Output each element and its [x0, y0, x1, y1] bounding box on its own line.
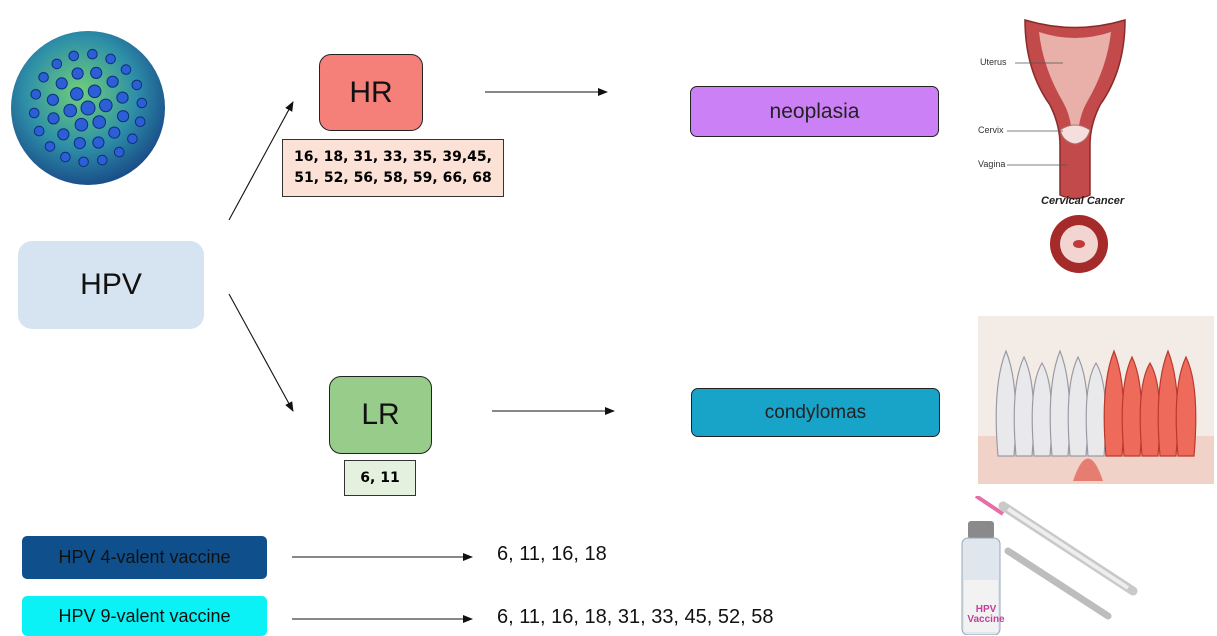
condylomas-label: condylomas: [764, 401, 867, 423]
vaccine-4-valent-types: 6, 11, 16, 18: [497, 543, 607, 565]
virus-capsomere: [90, 66, 103, 80]
cervix-label: Cervix: [978, 125, 1004, 135]
virus-capsomere: [106, 75, 119, 88]
vaccine-4-valent-box: HPV 4-valent vaccine: [22, 536, 267, 579]
virus-capsomere: [57, 128, 70, 141]
virus-capsomere: [78, 156, 89, 168]
vaccine-photo-illustration: [948, 496, 1145, 635]
vaccine-4-valent-label: HPV 4-valent vaccine: [58, 547, 231, 567]
virus-capsomere: [120, 64, 132, 75]
virus-capsomere: [71, 67, 84, 80]
high-risk-label: HR: [349, 75, 393, 109]
hpv-virus-illustration: [11, 31, 165, 185]
vagina-label: Vagina: [978, 159, 1006, 169]
hpv-box: HPV: [18, 241, 204, 329]
virus-capsomere: [113, 146, 125, 158]
condylomas-box: condylomas: [691, 388, 940, 437]
virus-capsomere: [51, 58, 63, 70]
virus-capsomere: [44, 141, 56, 152]
cervix-anatomy-illustration: [1007, 18, 1126, 273]
vaccine-9-valent-label: HPV 9-valent vaccine: [58, 605, 231, 626]
virus-capsomere: [92, 136, 105, 149]
vaccine-9-valent-box: HPV 9-valent vaccine: [22, 596, 267, 636]
uterus-label: Uterus: [980, 57, 1007, 67]
virus-capsomere: [134, 116, 146, 127]
virus-capsomere: [87, 84, 102, 99]
virus-capsomere: [70, 87, 84, 101]
virus-capsomere: [99, 98, 113, 113]
virus-capsomere: [108, 126, 121, 139]
virus-capsomere: [28, 107, 40, 119]
neoplasia-label: neoplasia: [769, 99, 860, 123]
tissue-lobe: [1175, 355, 1197, 457]
virus-capsomere: [55, 77, 68, 90]
virus-capsomere: [92, 115, 106, 129]
arrow-hpv-to-lr: [228, 293, 294, 412]
low-risk-box: LR: [329, 376, 432, 454]
virus-capsomere: [46, 93, 60, 106]
virus-capsomere: [116, 91, 129, 104]
high-risk-box: HR: [319, 54, 423, 131]
vaccine-9-valent-types: 6, 11, 16, 18, 31, 33, 45, 52, 58: [497, 606, 774, 628]
virus-capsomere: [87, 48, 98, 60]
low-risk-types: 6, 11: [360, 470, 400, 486]
virus-capsomere: [30, 89, 42, 100]
virus-capsomere: [33, 125, 45, 137]
virus-capsomere: [105, 53, 116, 65]
virus-capsomere: [127, 133, 138, 144]
hpv-label: HPV: [80, 268, 142, 301]
low-risk-label: LR: [361, 398, 400, 431]
virus-capsomere: [136, 97, 148, 109]
virus-capsomere: [131, 79, 143, 91]
virus-capsomere: [97, 154, 108, 166]
low-risk-types-box: 6, 11: [344, 460, 416, 496]
neoplasia-box: neoplasia: [690, 86, 939, 137]
arrow-hpv-to-hr: [228, 101, 294, 221]
virus-capsomere: [47, 112, 60, 125]
virus-capsomere: [117, 110, 130, 123]
virus-capsomere: [80, 100, 96, 116]
virus-capsomere: [63, 103, 78, 118]
condyloma-tissue-illustration: [978, 316, 1214, 484]
high-risk-types-box: 16, 18, 31, 33, 35, 39,45, 51, 52, 56, 5…: [282, 139, 504, 197]
virus-capsomere: [60, 151, 71, 163]
virus-capsomere: [73, 137, 86, 150]
virus-capsomere: [68, 50, 79, 62]
virus-capsomere: [74, 117, 89, 132]
cervical-cancer-title: Cervical Cancer: [1041, 195, 1125, 207]
high-risk-types-line-2: 51, 52, 56, 58, 59, 66, 68: [294, 170, 492, 186]
high-risk-types-line-1: 16, 18, 31, 33, 35, 39,45,: [294, 149, 492, 165]
virus-capsomere: [38, 72, 49, 83]
vaccine-vial-text: HPV Vaccine: [967, 604, 1005, 625]
